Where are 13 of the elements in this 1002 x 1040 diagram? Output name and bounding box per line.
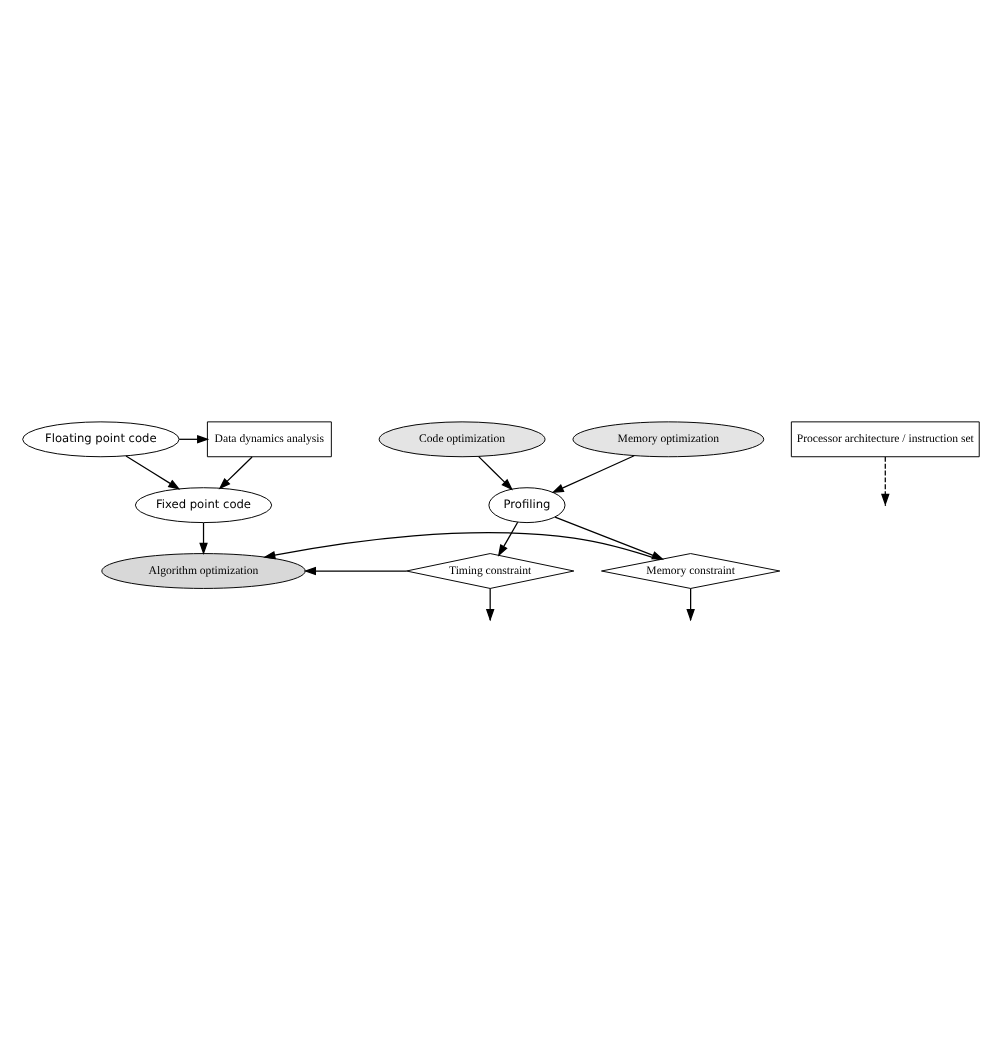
arrow xyxy=(554,515,665,559)
arrow xyxy=(303,565,408,575)
arrow xyxy=(218,455,253,489)
arrow xyxy=(485,586,495,621)
arrow xyxy=(125,454,181,489)
arrow xyxy=(178,434,210,443)
arrow xyxy=(477,454,514,490)
arrow xyxy=(881,455,890,505)
arrow xyxy=(497,520,519,556)
arrow xyxy=(263,531,661,560)
arrow xyxy=(199,521,208,555)
arrow xyxy=(551,454,635,493)
arrow xyxy=(686,586,695,621)
